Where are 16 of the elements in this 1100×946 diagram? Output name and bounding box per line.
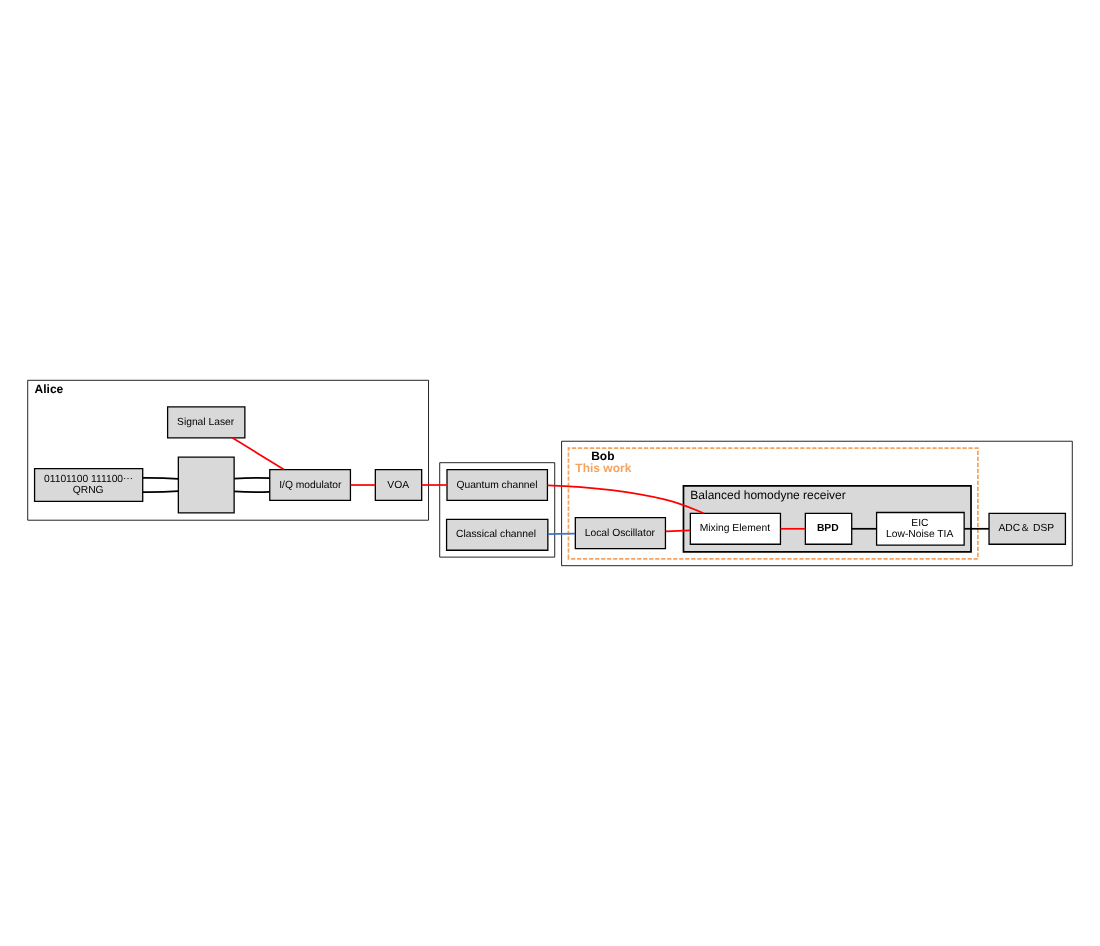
connector	[547, 532, 576, 535]
cluster	[439, 462, 556, 558]
node-box	[177, 456, 235, 514]
connector	[851, 527, 878, 530]
connector	[664, 529, 692, 533]
connector	[233, 490, 271, 493]
connector	[421, 484, 448, 486]
connector	[779, 527, 807, 530]
connector	[142, 490, 180, 493]
connector	[349, 484, 377, 486]
connector	[233, 477, 271, 480]
connector	[546, 484, 705, 515]
connector	[142, 477, 180, 480]
cluster	[561, 440, 1073, 567]
connector	[963, 527, 990, 530]
connector	[231, 436, 285, 471]
